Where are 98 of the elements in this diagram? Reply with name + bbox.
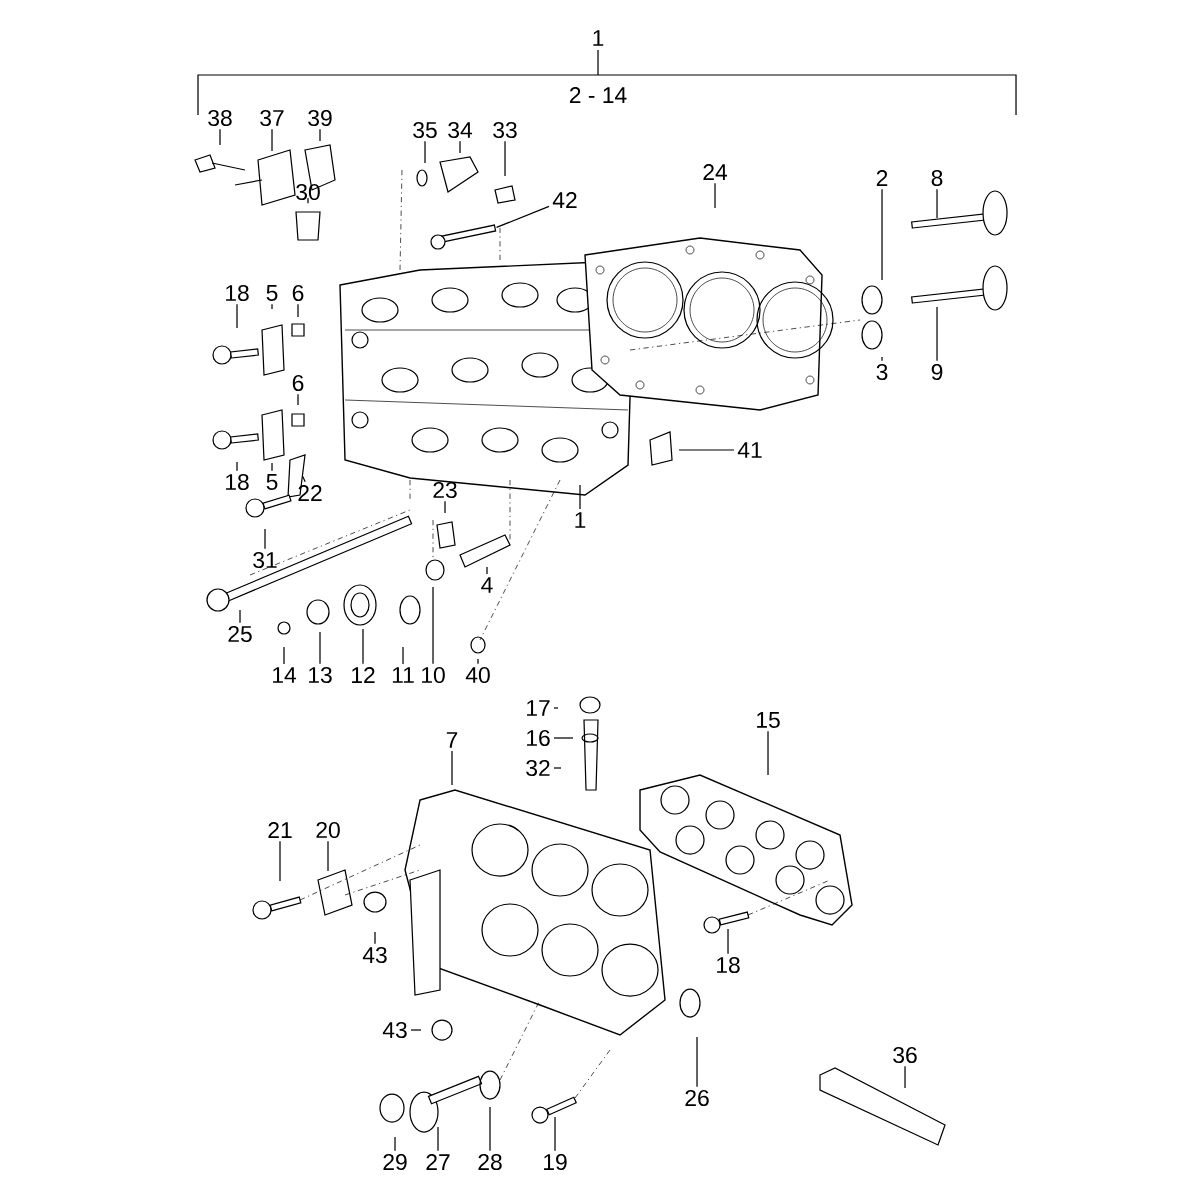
callout-number: 6 bbox=[292, 284, 304, 302]
callout-number: 20 bbox=[316, 821, 340, 839]
leader-line bbox=[437, 1126, 439, 1152]
callout-number: 43 bbox=[362, 946, 387, 964]
callout-number: 3 bbox=[876, 363, 888, 381]
leader-line bbox=[402, 646, 404, 665]
leader-line bbox=[264, 528, 266, 550]
leader-line bbox=[362, 628, 364, 665]
leader-line bbox=[486, 566, 488, 575]
leader-line bbox=[881, 356, 883, 362]
leader-line bbox=[489, 1106, 491, 1152]
leader-line bbox=[319, 128, 321, 142]
bracket-label: 2 - 14 bbox=[567, 85, 629, 105]
callout-number: 11 bbox=[392, 667, 414, 683]
callout-number: 28 bbox=[478, 1153, 502, 1171]
leader-line bbox=[554, 1116, 556, 1152]
callout-number: 18 bbox=[226, 473, 249, 491]
callout-number: 39 bbox=[308, 109, 332, 127]
callout-number: 43 bbox=[382, 1021, 407, 1039]
leader-line bbox=[302, 475, 306, 483]
callout-number: 26 bbox=[685, 1089, 709, 1107]
leader-line bbox=[444, 500, 446, 514]
callout-number: 32 bbox=[526, 759, 550, 777]
callout-number: 7 bbox=[446, 732, 458, 748]
leader-line bbox=[327, 840, 329, 872]
callout-number: 21 bbox=[268, 822, 292, 838]
leader-line bbox=[459, 140, 461, 154]
leader-line bbox=[236, 461, 238, 472]
leader-line bbox=[410, 1029, 422, 1031]
leader-line bbox=[696, 1036, 698, 1088]
callout-number: 22 bbox=[298, 485, 322, 501]
callout-number: 36 bbox=[893, 1046, 917, 1064]
callout-number: 18 bbox=[717, 956, 740, 974]
leader-line bbox=[271, 128, 273, 152]
leader-line bbox=[239, 609, 241, 624]
leader-line bbox=[424, 140, 426, 164]
callout-number: 18 bbox=[226, 284, 249, 302]
leader-line bbox=[477, 658, 479, 665]
callout-number: 35 bbox=[413, 121, 437, 139]
leader-line bbox=[271, 462, 273, 472]
callout-number: 24 bbox=[703, 164, 728, 180]
leader-line bbox=[504, 140, 506, 177]
callout-number: 16 bbox=[527, 729, 550, 747]
leader-line bbox=[553, 737, 574, 739]
leader-line bbox=[236, 303, 238, 329]
callout-number: 29 bbox=[383, 1153, 407, 1171]
callout-number: 14 bbox=[273, 667, 297, 683]
callout-number: 17 bbox=[527, 700, 550, 716]
callout-number: 30 bbox=[296, 183, 320, 201]
leader-line bbox=[936, 188, 938, 219]
leader-line bbox=[495, 205, 550, 228]
leader-line bbox=[553, 767, 562, 769]
callout-number: 38 bbox=[208, 109, 232, 127]
leader-line bbox=[271, 303, 273, 310]
leader-line bbox=[451, 750, 453, 786]
callout-number: 6 bbox=[292, 374, 304, 392]
leader-line bbox=[579, 484, 581, 510]
leader-line bbox=[297, 393, 299, 406]
callout-number: 4 bbox=[481, 577, 493, 593]
bracket-label: 1 bbox=[589, 28, 607, 48]
leader-line bbox=[219, 128, 221, 146]
callout-number: 27 bbox=[426, 1154, 450, 1170]
leader-line bbox=[394, 1136, 396, 1152]
leader-line bbox=[307, 197, 309, 204]
callout-number: 23 bbox=[433, 481, 457, 499]
callout-number: 1 bbox=[575, 512, 586, 528]
callout-number: 10 bbox=[422, 666, 445, 684]
leader-line bbox=[936, 306, 938, 362]
leader-line bbox=[283, 646, 285, 665]
leader-line bbox=[432, 586, 434, 665]
callout-number: 13 bbox=[309, 666, 332, 684]
callout-number: 31 bbox=[253, 551, 277, 569]
leader-line bbox=[727, 928, 729, 955]
leader-line bbox=[904, 1065, 906, 1089]
callout-number: 5 bbox=[266, 285, 278, 301]
callout-number: 42 bbox=[552, 192, 577, 208]
callout-number: 19 bbox=[544, 1153, 567, 1171]
leader-line bbox=[767, 730, 769, 776]
callout-number: 37 bbox=[260, 109, 284, 127]
callout-number: 40 bbox=[465, 666, 490, 684]
callout-number: 5 bbox=[266, 474, 278, 490]
callout-number: 34 bbox=[448, 121, 473, 139]
callout-number: 25 bbox=[228, 625, 252, 643]
leader-line bbox=[553, 707, 559, 709]
leader-line bbox=[881, 188, 883, 281]
leader-line bbox=[319, 631, 321, 665]
leader-line bbox=[678, 449, 735, 451]
callout-number: 12 bbox=[352, 667, 375, 683]
callout-number: 8 bbox=[931, 169, 943, 187]
callout-number: 15 bbox=[757, 712, 780, 728]
callout-number: 9 bbox=[931, 363, 943, 381]
leader-line bbox=[279, 840, 281, 882]
leader-line bbox=[374, 931, 376, 945]
leader-line bbox=[714, 182, 716, 209]
callout-number: 41 bbox=[737, 442, 762, 458]
callout-number: 2 bbox=[876, 170, 888, 186]
leader-line bbox=[297, 303, 299, 318]
callout-number: 33 bbox=[493, 121, 517, 139]
